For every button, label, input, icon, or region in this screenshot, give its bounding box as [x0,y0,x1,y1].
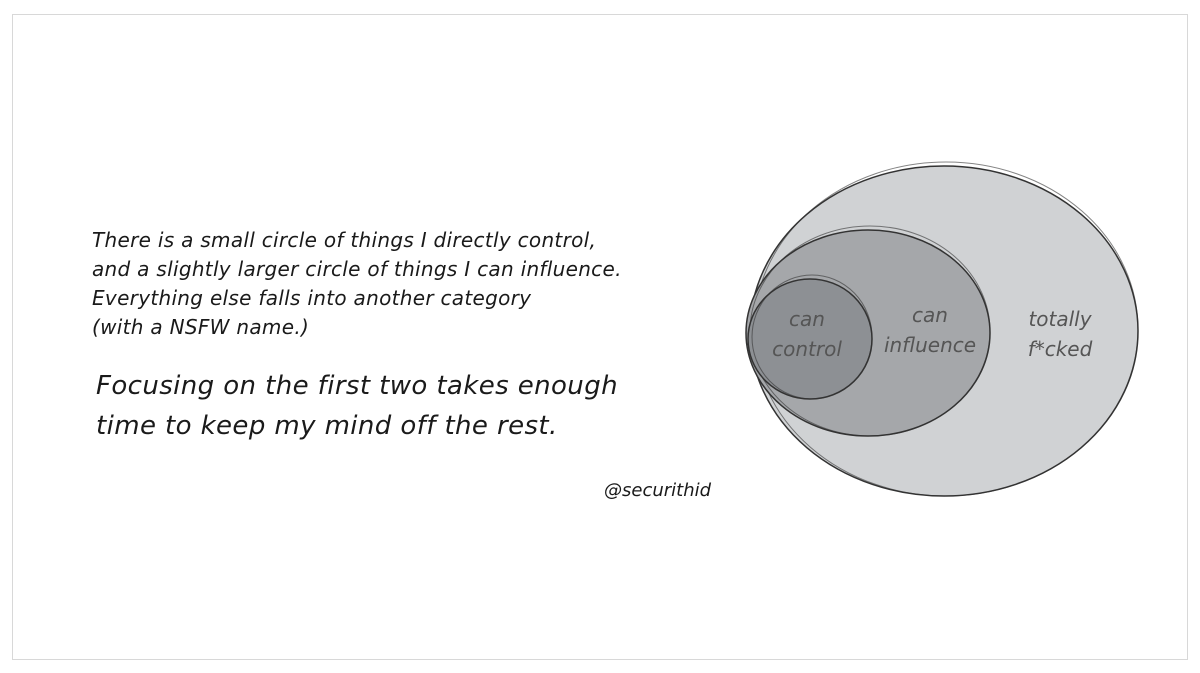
label-inner-line-2: control [772,337,842,361]
label-middle-line-1: can [912,303,948,327]
intro-line-1: There is a small circle of things I dire… [92,228,597,252]
focus-line-2: time to keep my mind off the rest. [96,411,558,441]
intro-line-2: and a slightly larger circle of things I… [92,257,622,281]
label-middle-line-2: influence [884,333,976,357]
circle-inner-sketch [751,274,873,400]
intro-paragraph: There is a small circle of things I dire… [92,226,752,342]
focus-statement: Focusing on the first two takes enough t… [96,366,756,446]
focus-line-1: Focusing on the first two takes enough [96,371,618,401]
label-outer-line-2: f*cked [1028,337,1093,361]
intro-line-3: Everything else falls into another categ… [92,286,532,310]
label-outer-line-1: totally [1028,307,1092,331]
intro-line-4: (with a NSFW name.) [92,315,310,339]
label-inner-line-1: can [789,307,825,331]
author-handle: @securithid [604,480,712,501]
